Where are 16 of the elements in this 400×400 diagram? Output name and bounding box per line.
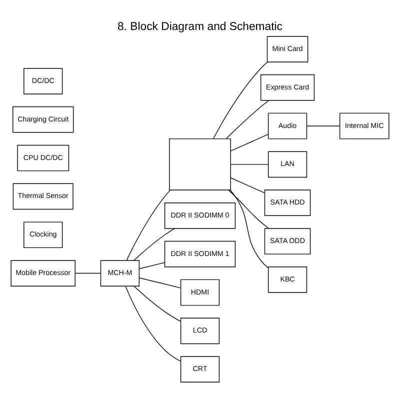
connector [126,190,171,261]
connector [230,190,268,268]
connector [228,190,269,229]
connector [125,286,181,362]
connector [138,277,181,288]
connector [230,178,266,194]
diagram-title: 8. Block Diagram and Schematic [117,20,283,33]
connector [138,262,166,270]
connector [212,62,268,140]
connector [230,134,268,152]
connector [134,228,176,261]
node-box [169,138,231,190]
connector [74,272,101,274]
connector [134,286,182,322]
connector [230,164,268,165]
connector [226,100,270,140]
